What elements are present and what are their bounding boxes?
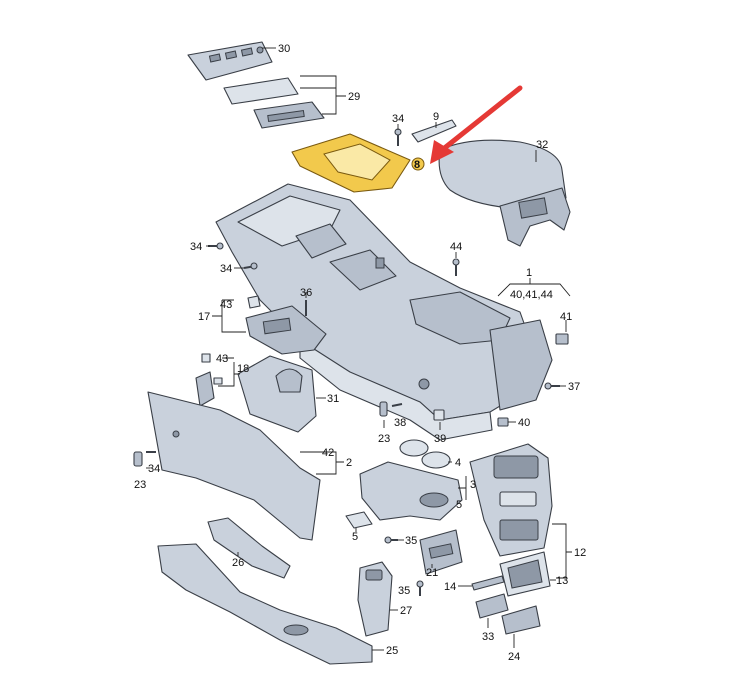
label-3: 3 [470, 479, 476, 491]
label-34-left-1: 34 [190, 241, 202, 253]
label-29: 29 [348, 91, 360, 103]
label-18: 18 [237, 363, 249, 375]
part-14-strip [471, 575, 505, 591]
screw-35-upper [384, 536, 398, 544]
label-24: 24 [508, 651, 520, 663]
part-9-bracket [411, 119, 457, 143]
part-30-switch-panel [187, 41, 273, 81]
label-17: 17 [198, 311, 210, 323]
part-13-trim-frame [499, 551, 551, 597]
label-43-upper: 43 [220, 299, 232, 311]
label-34-top: 34 [392, 113, 404, 125]
part-3-cupholder [345, 461, 463, 529]
screw-34-left-2 [243, 262, 258, 270]
label-26: 26 [232, 557, 244, 569]
label-32: 32 [536, 139, 548, 151]
part-41-clip [555, 333, 569, 345]
label-44: 44 [450, 241, 462, 253]
label-31: 31 [327, 393, 339, 405]
clip-23-middle [379, 401, 403, 417]
screw-35-lower [416, 580, 424, 596]
label-23-left: 23 [134, 479, 146, 491]
part-18-cover [195, 353, 223, 407]
part-1-console-body [215, 183, 553, 441]
label-34-lower: 34 [148, 463, 160, 475]
label-8: 8 [414, 159, 420, 171]
part-12-rear-vent-panel [469, 443, 553, 557]
label-2: 2 [346, 457, 352, 469]
label-1: 1 [526, 267, 532, 279]
label-5-left: 5 [352, 531, 358, 543]
part-27-bracket [357, 561, 393, 637]
label-37: 37 [568, 381, 580, 393]
red-arrow-indicator [430, 85, 523, 164]
screw-34-left-1 [208, 242, 224, 250]
screw-44 [452, 258, 460, 276]
label-42: 42 [322, 447, 334, 459]
label-12: 12 [574, 547, 586, 559]
part-21-bracket [419, 529, 463, 575]
leader-lines [146, 47, 572, 651]
part-31-shifter-module [237, 355, 317, 433]
label-36: 36 [300, 287, 312, 299]
label-40-41-44: 40,41,44 [510, 289, 553, 301]
label-41: 41 [560, 311, 572, 323]
label-5-right: 5 [456, 499, 462, 511]
part-29-trim-set [223, 77, 325, 129]
label-23-middle: 23 [378, 433, 390, 445]
label-13: 13 [556, 575, 568, 587]
part-25-lower-trim [157, 543, 373, 665]
label-40: 40 [518, 417, 530, 429]
screw-37 [544, 382, 560, 390]
label-38: 38 [394, 417, 406, 429]
label-21: 21 [426, 567, 438, 579]
label-30: 30 [278, 43, 290, 55]
label-34-left-2: 34 [220, 263, 232, 275]
label-39: 39 [434, 433, 446, 445]
part-26-trim [207, 517, 291, 579]
label-25: 25 [386, 645, 398, 657]
label-4: 4 [455, 457, 461, 469]
label-35-upper: 35 [405, 535, 417, 547]
part-34-screw-top [394, 128, 402, 146]
clip-39 [433, 409, 445, 421]
part-33-switch [475, 593, 509, 619]
clip-23-left [133, 451, 156, 467]
part-17-bracket [245, 295, 327, 355]
part-32-armrest [438, 139, 571, 247]
part-4-cupholder-inserts [399, 439, 451, 469]
label-9: 9 [433, 111, 439, 123]
label-33: 33 [482, 631, 494, 643]
label-27: 27 [400, 605, 412, 617]
label-35-lower: 35 [398, 585, 410, 597]
part-2-side-panel [147, 391, 321, 541]
label-43-lower: 43 [216, 353, 228, 365]
part-24-switch [501, 605, 541, 635]
part-labels: 30 29 34 9 8 32 34 34 44 1 40,41,44 43 3… [134, 43, 586, 663]
part-40-clip [497, 417, 509, 427]
part-8-frame-highlighted [291, 133, 425, 193]
label-14: 14 [444, 581, 456, 593]
